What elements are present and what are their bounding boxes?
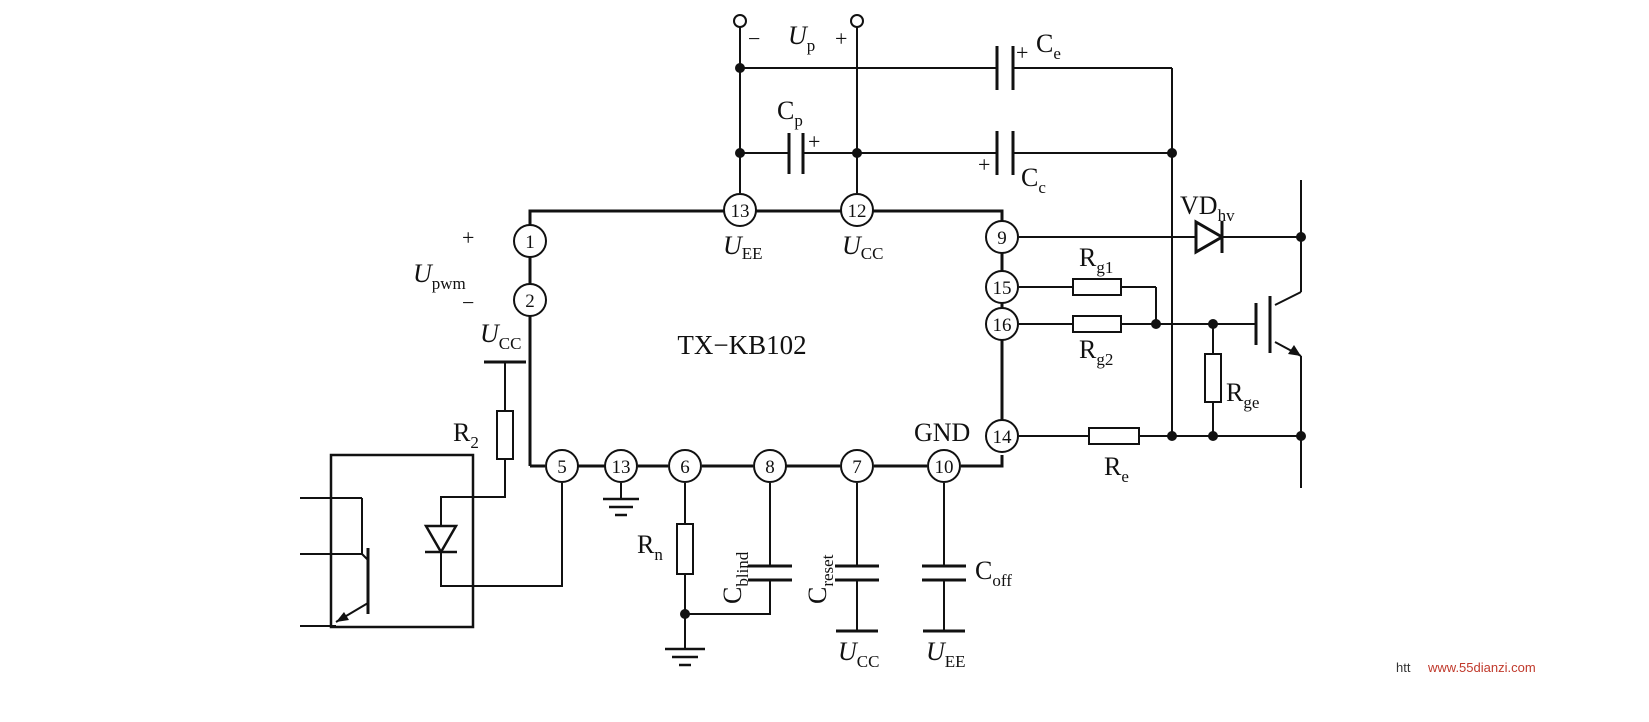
svg-text:15: 15 bbox=[993, 278, 1012, 299]
supply-minus: − bbox=[748, 26, 760, 51]
igbt-transistor bbox=[1254, 180, 1302, 488]
uee-bottom-label: UEE bbox=[926, 637, 966, 671]
rg1-label: Rg1 bbox=[1079, 243, 1113, 277]
cp-polarity: + bbox=[808, 129, 820, 154]
svg-text:16: 16 bbox=[993, 315, 1012, 336]
svg-text:8: 8 bbox=[765, 457, 775, 478]
svg-text:13: 13 bbox=[731, 201, 750, 222]
resistor-rg2 bbox=[1072, 315, 1122, 333]
pin-10: 10 bbox=[927, 449, 961, 483]
svg-text:7: 7 bbox=[852, 457, 862, 478]
supply-plus: + bbox=[835, 26, 847, 51]
svg-text:1: 1 bbox=[525, 232, 535, 253]
input-minus: − bbox=[462, 290, 474, 315]
resistor-rg1 bbox=[1072, 278, 1122, 296]
ground-pin11 bbox=[603, 483, 639, 517]
ce-polarity: + bbox=[1016, 40, 1028, 65]
cblind-label: Cblind bbox=[718, 551, 752, 604]
re-label: Re bbox=[1104, 452, 1129, 486]
terminal-plus bbox=[850, 14, 864, 28]
svg-text:12: 12 bbox=[848, 201, 867, 222]
pin12-name: UCC bbox=[842, 231, 883, 263]
resistor-re bbox=[1088, 427, 1140, 445]
resistor-rge bbox=[1204, 353, 1222, 403]
svg-text:14: 14 bbox=[993, 427, 1013, 448]
optocoupler bbox=[300, 453, 563, 629]
input-label: Upwm bbox=[413, 259, 466, 293]
ground-rn bbox=[665, 647, 705, 667]
capacitor-cc bbox=[995, 131, 1015, 175]
capacitor-ce bbox=[995, 46, 1015, 90]
ucc-top-label: UCC bbox=[480, 319, 521, 353]
svg-text:2: 2 bbox=[525, 291, 535, 312]
chip-name: TX−KB102 bbox=[677, 330, 806, 360]
pin-8: 8 bbox=[753, 449, 787, 483]
vdhv-label: VDhv bbox=[1180, 191, 1235, 225]
capacitor-creset bbox=[835, 564, 879, 582]
capacitor-cp bbox=[787, 133, 805, 174]
pin-7: 7 bbox=[840, 449, 874, 483]
supply-label: Up bbox=[788, 21, 815, 55]
rge-label: Rge bbox=[1226, 378, 1259, 412]
pin-14: 14 bbox=[985, 419, 1019, 453]
pin14-name: GND bbox=[914, 418, 970, 447]
watermark-left: htt bbox=[1396, 660, 1411, 675]
svg-text:5: 5 bbox=[557, 457, 567, 478]
resistor-r2 bbox=[496, 410, 514, 460]
resistor-rn bbox=[676, 523, 694, 575]
pin-16: 16 bbox=[985, 307, 1019, 341]
rn-label: Rn bbox=[637, 530, 663, 564]
rg2-label: Rg2 bbox=[1079, 335, 1113, 369]
pin-6: 6 bbox=[668, 449, 702, 483]
capacitor-cblind bbox=[748, 564, 792, 582]
diode-vdhv bbox=[1194, 219, 1226, 255]
pin-12: 12 bbox=[840, 193, 874, 227]
pin-11: 13 bbox=[604, 449, 638, 483]
r2-label: R2 bbox=[453, 418, 479, 452]
pin-5: 5 bbox=[545, 449, 579, 483]
pin-1: 1 bbox=[513, 224, 547, 258]
pin-2: 2 bbox=[513, 283, 547, 317]
input-plus: + bbox=[462, 225, 474, 250]
pin-13: 13 bbox=[723, 193, 757, 227]
pin-15: 15 bbox=[985, 270, 1019, 304]
svg-text:6: 6 bbox=[680, 457, 690, 478]
capacitor-coff bbox=[922, 564, 966, 582]
supply-network bbox=[733, 14, 1177, 436]
cc-polarity: + bbox=[978, 152, 990, 177]
gate-network bbox=[1019, 232, 1306, 441]
pin-9: 9 bbox=[985, 220, 1019, 254]
ucc-bottom-label: UCC bbox=[838, 637, 879, 671]
terminal-minus bbox=[733, 14, 747, 28]
creset-label: Creset bbox=[803, 554, 837, 604]
pin13-name: UEE bbox=[723, 231, 763, 263]
svg-text:13: 13 bbox=[612, 457, 631, 478]
cc-label: Cc bbox=[1021, 163, 1046, 197]
svg-text:10: 10 bbox=[935, 457, 954, 478]
ce-label: Ce bbox=[1036, 29, 1061, 63]
svg-text:9: 9 bbox=[997, 228, 1007, 249]
watermark-url: www.55dianzi.com bbox=[1427, 660, 1536, 675]
cp-label: Cp bbox=[777, 96, 803, 130]
coff-label: Coff bbox=[975, 556, 1012, 590]
